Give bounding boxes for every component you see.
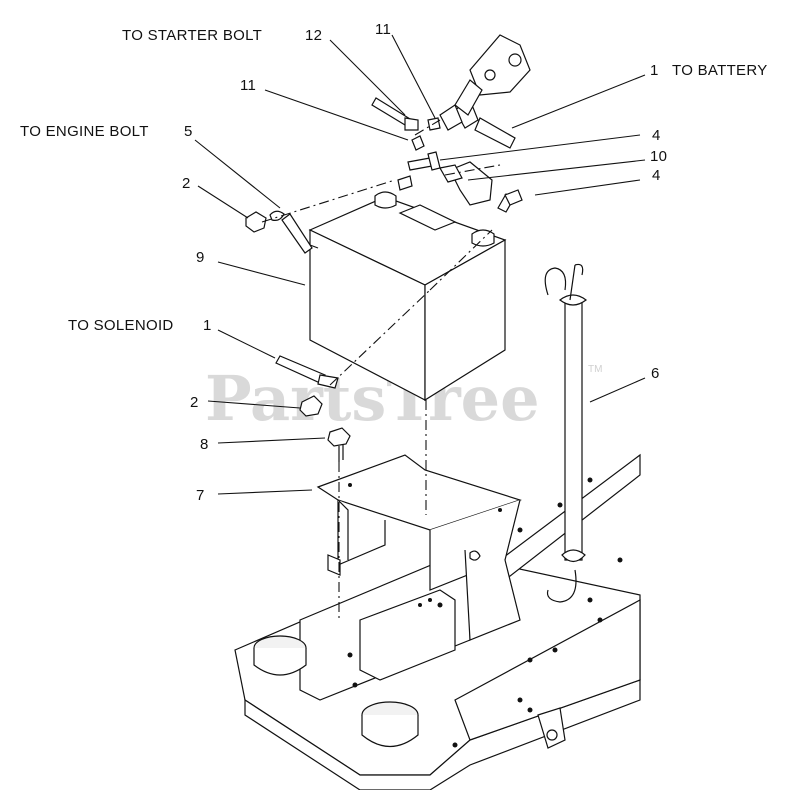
callout-labels: TO STARTER BOLT 12 11 11 1 TO BATTERY TO…	[20, 21, 768, 504]
label-part-10: 10	[650, 148, 667, 165]
battery-cables	[269, 34, 531, 389]
battery-support-bracket	[316, 454, 522, 641]
label-to-engine-bolt: TO ENGINE BOLT	[20, 123, 149, 140]
label-part-2-upper: 2	[182, 175, 191, 192]
label-part-1-battery: 1	[650, 62, 659, 79]
leader-lines	[194, 34, 646, 495]
watermark-trademark: TM	[588, 364, 602, 375]
label-part-12: 12	[305, 27, 322, 44]
label-part-9: 9	[196, 249, 205, 266]
label-part-8: 8	[200, 436, 209, 453]
label-part-11-left: 11	[240, 77, 256, 94]
watermark: PartsTree	[205, 362, 540, 435]
hold-down-rod	[544, 263, 587, 603]
label-part-11-top: 11	[375, 21, 391, 38]
label-part-7: 7	[196, 487, 205, 504]
cable-boot-and-nuts	[371, 97, 441, 151]
label-part-2-lower: 2	[190, 394, 199, 411]
battery	[308, 191, 507, 402]
label-to-battery: TO BATTERY	[672, 62, 768, 79]
label-to-solenoid: TO SOLENOID	[68, 317, 174, 334]
label-to-starter-bolt: TO STARTER BOLT	[122, 27, 262, 44]
label-part-5: 5	[184, 123, 193, 140]
label-part-6: 6	[651, 365, 660, 382]
label-part-4-upper: 4	[652, 127, 661, 144]
label-part-4-lower: 4	[652, 167, 661, 184]
label-part-1-solenoid: 1	[203, 317, 212, 334]
assembly-centerlines	[261, 119, 501, 620]
mower-frame	[234, 453, 641, 790]
